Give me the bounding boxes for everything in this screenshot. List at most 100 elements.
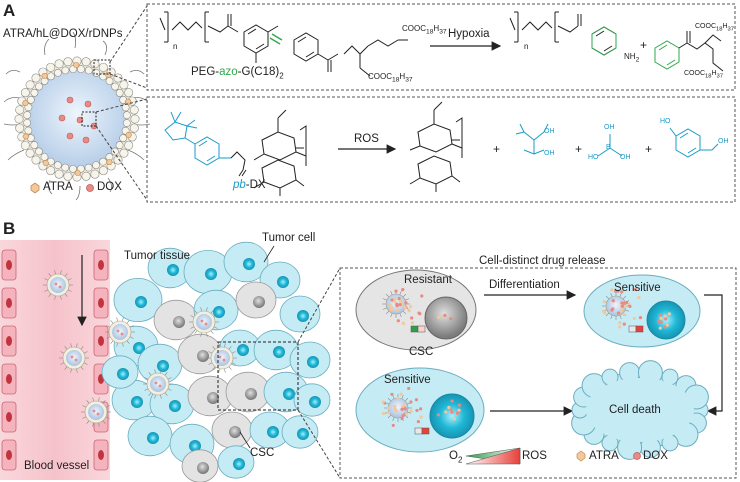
atra-dot xyxy=(403,306,407,310)
endothelial-nucleus xyxy=(6,450,12,460)
lipid-head xyxy=(92,68,101,77)
atra-molecule xyxy=(72,62,80,68)
lipid-head xyxy=(15,105,25,115)
lipid-head xyxy=(129,105,139,115)
lipid-head xyxy=(111,147,119,156)
csc-nucleus xyxy=(173,316,185,328)
dox-dot xyxy=(414,398,419,402)
atra-dot xyxy=(457,408,461,412)
lipid-head xyxy=(46,166,56,176)
benzyl-oh: OH xyxy=(718,138,729,145)
lipid-head xyxy=(69,164,77,173)
o2-label: O2 xyxy=(449,450,463,465)
endothelial-nucleus xyxy=(6,298,12,308)
ros-legend-label: ROS xyxy=(522,450,547,462)
lipid-head xyxy=(98,62,108,72)
tumor-nucleus xyxy=(267,426,279,438)
lipid-head xyxy=(25,80,35,90)
atra-molecule xyxy=(125,132,132,138)
atra-legend-icon xyxy=(576,450,586,462)
tumor-nucleus xyxy=(131,396,143,408)
lipid-head xyxy=(40,153,49,161)
amine-product-structure xyxy=(591,26,680,70)
tumor-nucleus xyxy=(135,296,147,308)
lipid-head xyxy=(81,57,91,67)
repeat-n-product: n xyxy=(524,42,529,51)
atra-dot xyxy=(399,392,403,396)
boronate-ester-group xyxy=(164,111,231,166)
endothelial-nucleus xyxy=(6,260,12,270)
repeat-n: n xyxy=(173,42,178,51)
dox-dot xyxy=(658,313,662,317)
tumor-nucleus xyxy=(157,360,169,372)
ester-label-4: COOC18H37 xyxy=(684,70,724,80)
dox-dot xyxy=(407,386,411,391)
atra-dot xyxy=(452,417,456,421)
lipid-head xyxy=(105,77,114,85)
dox-dot xyxy=(398,303,402,307)
dox-dot xyxy=(409,400,413,404)
lipid-head xyxy=(122,119,131,127)
atra-dot xyxy=(667,312,671,316)
dox-dot xyxy=(450,399,454,403)
csc-label: CSC xyxy=(250,447,275,459)
dox-legend-icon xyxy=(633,452,641,460)
ros-reaction-box xyxy=(146,96,736,203)
ester-label-2: COOC18H37 xyxy=(368,72,413,84)
lipid-head xyxy=(124,88,134,98)
atra-legend-label: ATRA xyxy=(43,181,73,193)
lipid-head xyxy=(115,141,124,150)
tumor-nucleus xyxy=(277,276,289,288)
dox-dot xyxy=(611,299,615,303)
atra-dot xyxy=(410,321,414,325)
lipid-head xyxy=(35,82,43,91)
dox-dot xyxy=(395,303,399,307)
tumor-tissue xyxy=(101,241,331,482)
lipid-head xyxy=(84,66,93,75)
atra-dot xyxy=(393,404,397,408)
lipid-head xyxy=(113,155,123,165)
atra-dot xyxy=(381,411,386,416)
cell-death-blebs xyxy=(571,360,709,460)
tumor-nucleus xyxy=(243,258,255,270)
hypoxia-reaction-box xyxy=(146,3,736,91)
blood-vessel-label: Blood vessel xyxy=(24,460,90,472)
lipid-head xyxy=(24,126,33,135)
lipid-head xyxy=(119,134,128,143)
pinacol-oh-1: OH xyxy=(544,128,555,135)
released-dextran-structure xyxy=(409,101,463,192)
dox-dot xyxy=(457,403,462,407)
csc-nucleus xyxy=(253,296,265,308)
lipid-head xyxy=(63,171,73,181)
dox-dot xyxy=(614,289,618,293)
lipid-head xyxy=(98,166,108,176)
tumor-nucleus xyxy=(189,440,201,452)
atra-dot xyxy=(386,411,391,415)
lipid-head xyxy=(90,59,100,69)
lipid-head xyxy=(15,123,25,133)
lipid-head xyxy=(115,89,124,97)
cell-death-label: Cell death xyxy=(609,404,661,416)
atra-dot xyxy=(389,308,394,312)
endothelial-nucleus xyxy=(98,298,104,308)
dox-dot xyxy=(418,312,422,316)
atra-dot xyxy=(622,312,626,317)
tumor-nucleus xyxy=(297,310,309,322)
small-nanoparticle xyxy=(43,270,73,300)
dox-dot xyxy=(450,410,454,414)
glutamate-product-structure xyxy=(678,31,724,72)
atra-molecule xyxy=(74,170,82,176)
atra-dot xyxy=(409,409,413,413)
sensitive-label-2: Sensitive xyxy=(384,374,431,386)
dox-dot xyxy=(638,316,643,320)
ros-ratio-indicators xyxy=(410,325,644,435)
ros-gradient xyxy=(465,447,521,465)
atra-dot xyxy=(394,409,398,413)
endothelial-nucleus xyxy=(6,336,12,346)
lipid-head xyxy=(54,169,64,179)
atra-dot xyxy=(618,325,622,329)
atra-dot xyxy=(637,296,641,300)
dox-dot xyxy=(625,300,629,305)
lipid-head xyxy=(61,163,70,172)
